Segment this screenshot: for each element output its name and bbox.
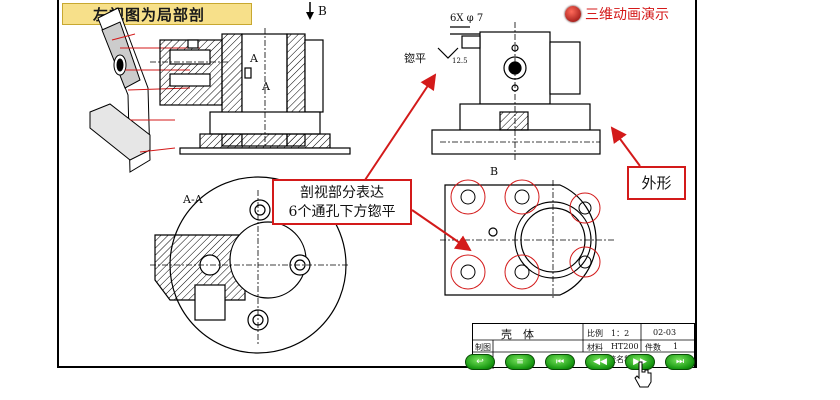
3d-animation-demo-link[interactable]: 三维动画演示: [565, 3, 669, 25]
count-value: 1: [673, 342, 679, 351]
drawing-frame: [57, 0, 697, 368]
section-callout-line2: 6个通孔下方锪平: [288, 204, 396, 220]
section-callout: 剖视部分表达 6个通孔下方锪平: [272, 179, 412, 225]
scale-label: 比例: [587, 329, 603, 338]
view-b-label-top: B: [318, 4, 327, 18]
exploded-3d-view: [89, 7, 200, 173]
prev-button[interactable]: ◀◀: [585, 354, 615, 370]
last-page-icon: ⏭: [675, 357, 685, 367]
demo-label: 三维动画演示: [585, 7, 669, 23]
part-name: 壳 体: [501, 328, 534, 341]
view-b-label: B: [490, 165, 499, 178]
drawing-number: 02-03: [653, 328, 677, 337]
previous-icon: ◀◀: [593, 357, 607, 367]
section-callout-line1: 剖视部分表达: [300, 185, 384, 201]
return-button[interactable]: ↩: [465, 354, 495, 370]
section-a-label-1: A: [250, 52, 258, 65]
section-aa-label: A-A: [183, 193, 203, 206]
highlighted-through-holes: [450, 179, 601, 290]
view-b-arrow: [306, 2, 314, 20]
outer-form-callout: 外形: [627, 166, 686, 200]
return-icon: ↩: [476, 357, 484, 367]
last-button[interactable]: ⏭: [665, 354, 695, 370]
view-b-outline: [440, 180, 615, 300]
navigation-bar: ↩ ≡ ⏮ ◀◀ ▶▶ ⏭: [465, 352, 695, 372]
left-view-section: [150, 28, 351, 155]
front-view: [431, 22, 601, 160]
school-note: (学校名称): [597, 355, 636, 364]
callout-arrows: [364, 73, 641, 252]
hole-spec-label: 6X φ 7: [450, 13, 484, 24]
roughness-value: 12.5: [452, 57, 468, 65]
menu-button[interactable]: ≡: [505, 354, 535, 370]
first-page-icon: ⏮: [555, 357, 565, 367]
record-icon: [565, 6, 581, 22]
material-value: HT200: [611, 342, 639, 351]
hand-cursor-icon: [634, 361, 652, 388]
section-a-label-2: A: [262, 80, 270, 93]
countersink-label: 锪平: [404, 52, 426, 65]
count-label: 件数: [645, 343, 661, 352]
menu-icon: ≡: [516, 357, 524, 367]
drawn-label: 制图: [475, 343, 491, 352]
section-aa-view: [150, 176, 350, 354]
material-label: 材料: [587, 343, 603, 352]
scale-value: 1：2: [611, 329, 630, 338]
first-button[interactable]: ⏮: [545, 354, 575, 370]
